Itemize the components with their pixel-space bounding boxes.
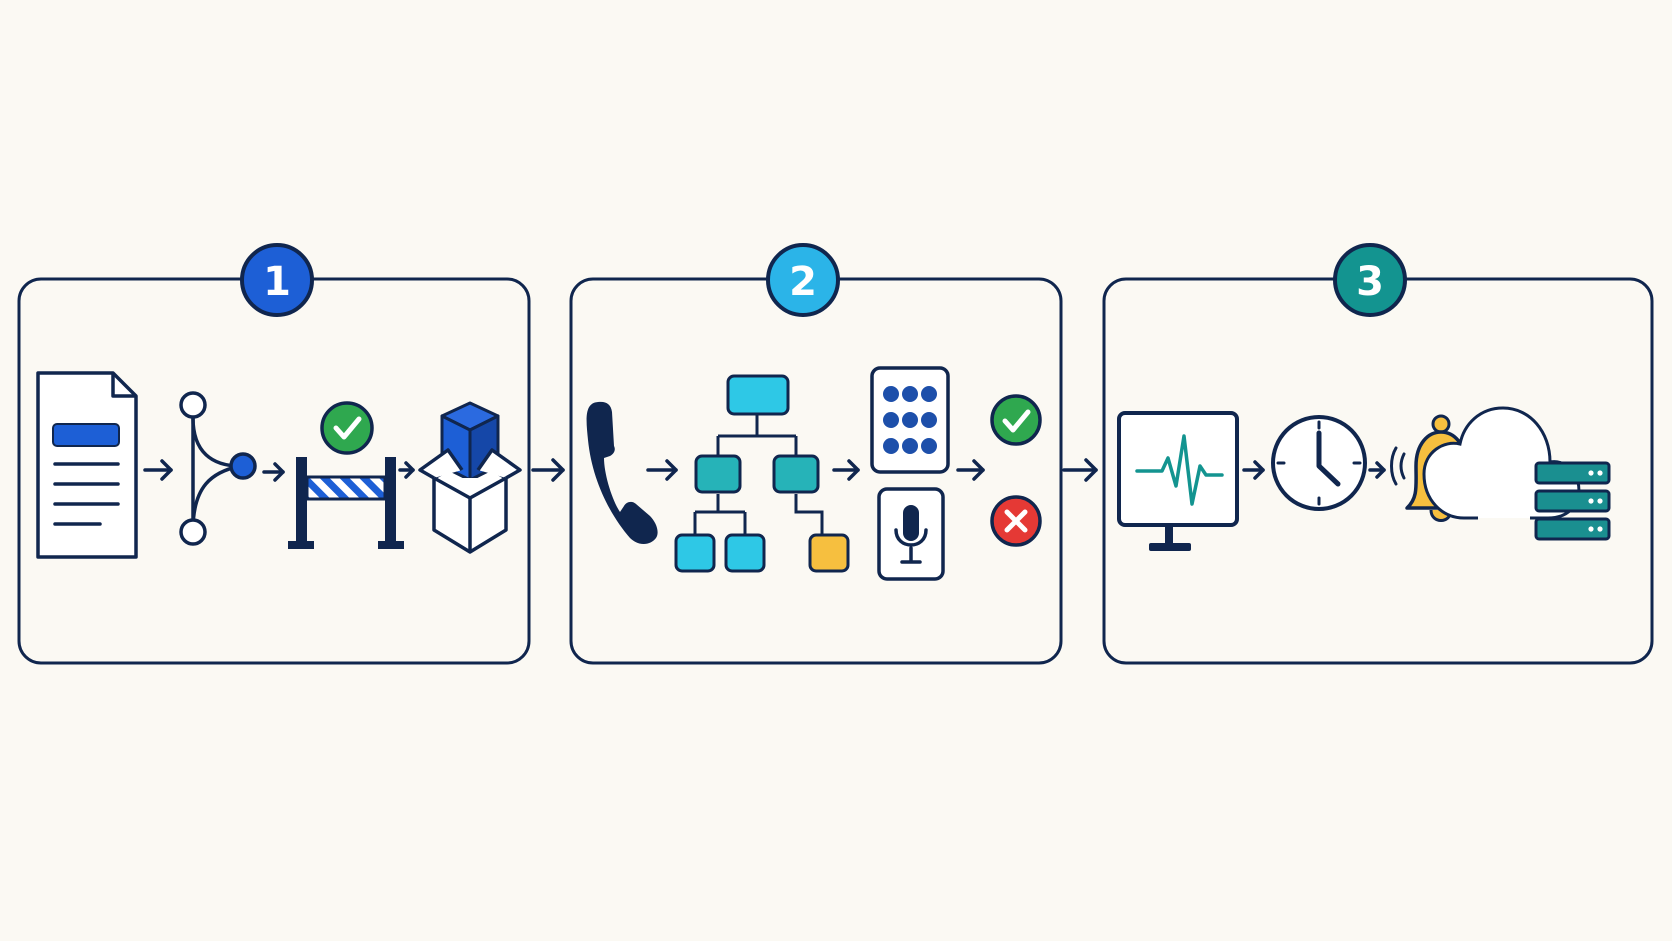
hierarchy-tree-icon	[674, 374, 850, 573]
arrow-icon	[1368, 461, 1386, 479]
stage-connector-arrow-icon	[1062, 458, 1098, 482]
barrier-check-icon	[288, 401, 404, 549]
keypad-icon	[870, 366, 950, 474]
branch-merge-icon	[179, 391, 257, 546]
stage-1-number: 1	[263, 259, 291, 305]
arrow-icon	[398, 461, 415, 479]
microphone-icon	[877, 487, 945, 581]
stage-2-badge: 2	[766, 243, 840, 317]
stage-1-badge: 1	[240, 243, 314, 317]
package-box-icon	[418, 401, 522, 554]
arrow-icon	[1242, 460, 1265, 480]
arrow-icon	[262, 462, 285, 482]
arrow-icon	[143, 459, 173, 481]
stage-2-number: 2	[789, 259, 817, 305]
heartbeat-monitor-icon	[1117, 411, 1239, 551]
stage-3-number: 3	[1356, 259, 1384, 305]
stage-3-badge: 3	[1333, 243, 1407, 317]
stage-connector-arrow-icon	[531, 458, 565, 482]
arrow-icon	[646, 459, 678, 481]
arrow-icon	[832, 459, 860, 481]
success-check-icon	[990, 394, 1042, 446]
clock-icon	[1271, 415, 1367, 511]
cloud-server-icon	[1422, 406, 1611, 541]
failure-x-icon	[990, 495, 1042, 547]
phone-icon	[586, 401, 658, 544]
document-icon	[36, 371, 138, 559]
arrow-icon	[956, 459, 985, 481]
